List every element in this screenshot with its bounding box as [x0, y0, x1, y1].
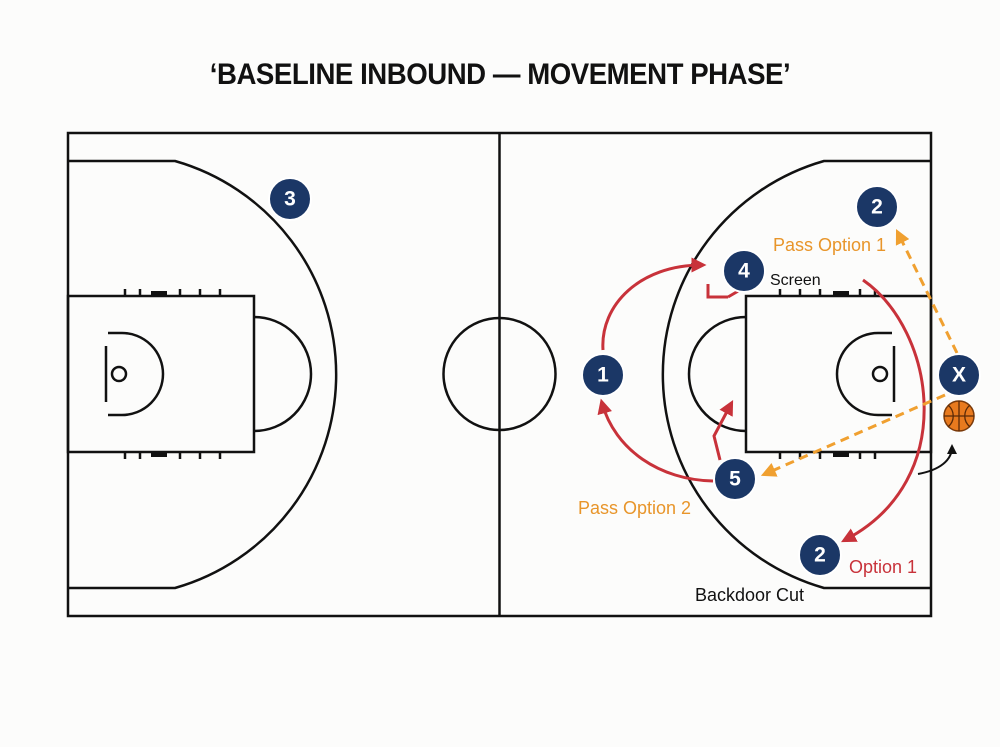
player-4: 4 [722, 249, 766, 293]
player-1: 1 [581, 353, 625, 397]
player-x-label: X [952, 364, 966, 387]
right-key [744, 294, 933, 454]
player-3: 3 [268, 177, 312, 221]
backdoor-cut-arrow [841, 278, 926, 543]
cut-arrow-5-to-1 [597, 398, 714, 483]
player-2-bottom: 2 [798, 533, 842, 577]
backdoor-cut-label: Backdoor Cut [695, 585, 804, 605]
screen-label: Screen [770, 272, 821, 289]
right-hoop [871, 365, 889, 383]
player-5-number: 5 [729, 468, 741, 491]
left-lane-marks [123, 289, 222, 459]
left-free-throw-arc [253, 315, 313, 433]
option-1-label: Option 1 [849, 557, 917, 577]
player-2-top: 2 [855, 185, 899, 229]
cut-arrow-5-up [712, 400, 734, 461]
pass-option-1-arrow [895, 228, 959, 354]
pass-option-2-label: Pass Option 2 [578, 498, 691, 518]
pass-arrows [760, 228, 959, 477]
diagram-title: ‘BASELINE INBOUND — MOVEMENT PHASE’ [209, 58, 791, 91]
player-2-top-number: 2 [871, 196, 883, 219]
pass-option-1-label: Pass Option 1 [773, 235, 886, 255]
left-restricted-arc [108, 331, 165, 417]
movement-arrows [597, 257, 926, 543]
left-hoop [110, 365, 128, 383]
basketball-icon [943, 400, 975, 432]
inbound-curl-arrow [917, 444, 957, 475]
center-circle [442, 316, 557, 432]
player-3-number: 3 [284, 188, 296, 211]
player-2-bottom-number: 2 [814, 544, 826, 567]
left-key [66, 294, 256, 454]
left-three-point-line [68, 159, 338, 590]
right-restricted-arc [835, 331, 892, 417]
right-three-point-line [661, 159, 931, 590]
pass-option-2-arrow [760, 393, 946, 477]
court-lines [66, 131, 933, 618]
cut-arrow-1-to-4 [601, 257, 707, 351]
player-5: 5 [713, 457, 757, 501]
player-4-number: 4 [738, 260, 750, 283]
right-free-throw-arc [687, 315, 747, 433]
player-1-number: 1 [597, 364, 609, 387]
player-x-inbounder: X [937, 353, 981, 397]
